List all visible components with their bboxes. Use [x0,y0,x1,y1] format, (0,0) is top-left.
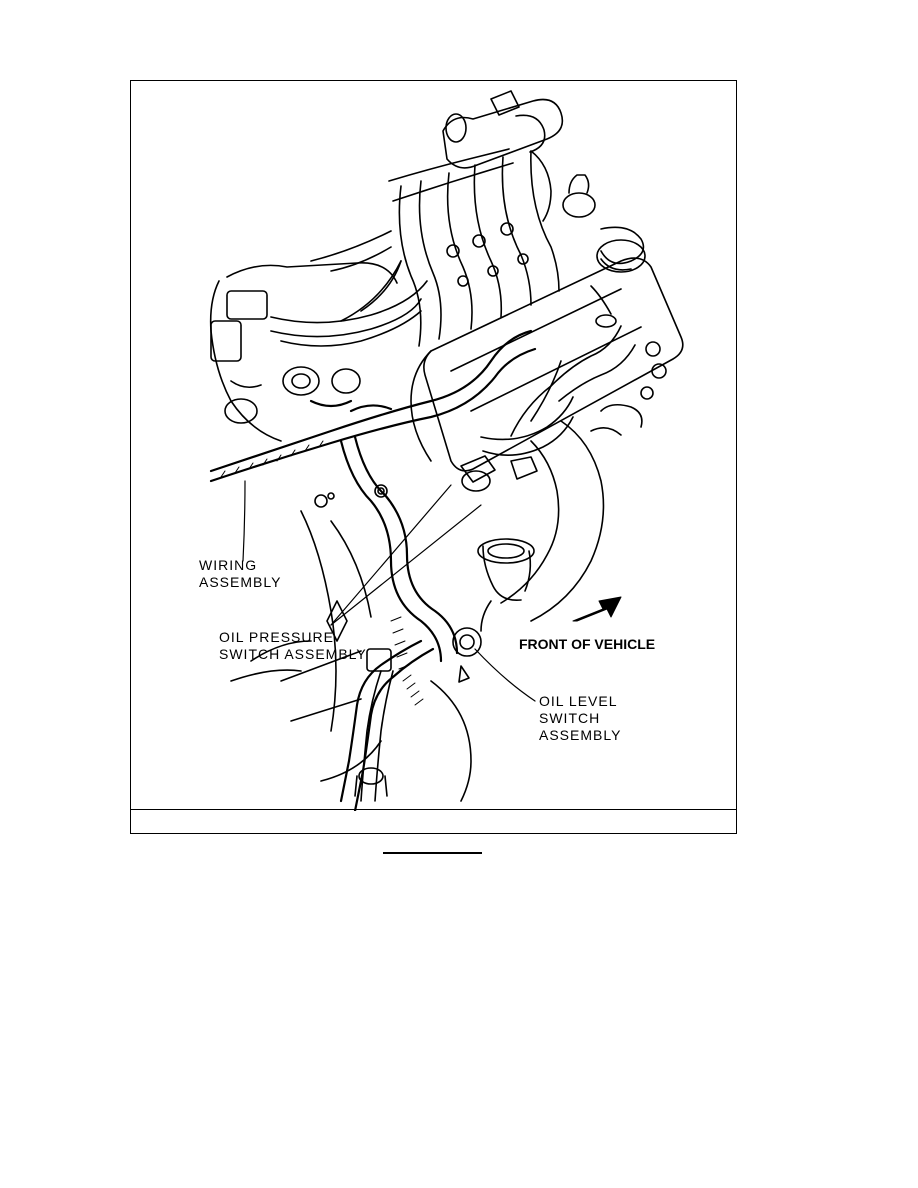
oil-level-switch [452,627,482,683]
engine-block [230,484,472,802]
valve-cover [410,239,684,472]
wiring-harness [209,329,537,811]
oil-level-leader [474,648,536,702]
engine-illustration [209,90,684,811]
oil-pressure-line-1: OIL PRESSURE [219,629,334,645]
throttle-body [442,90,645,265]
exhaust-pipe [477,420,605,632]
oil-pressure-switch-label: OIL PRESSURE SWITCH ASSEMBLY [219,629,367,663]
wiring-assembly-label: WIRING ASSEMBLY [199,557,281,591]
wiring-assembly-leader [242,480,246,562]
oil-pressure-leader [330,504,482,626]
oil-pressure-switch [460,396,574,492]
leader-lines [242,480,536,702]
oil-pressure-line-2: SWITCH ASSEMBLY [219,646,367,662]
oil-level-switch-label: OIL LEVEL SWITCH ASSEMBLY [539,693,621,744]
front-arrow-icon [572,596,622,622]
front-of-vehicle-label: FRONT OF VEHICLE [519,636,655,653]
oil-pressure-leader-2 [330,484,452,626]
figure-frame: WIRING ASSEMBLY OIL PRESSURE SWITCH ASSE… [130,80,737,834]
oil-level-line-1: OIL LEVEL [539,693,618,709]
wiring-assembly-line-2: ASSEMBLY [199,574,282,590]
lower-connector [354,648,394,802]
harness-braid [220,440,424,706]
intake-runners [388,148,560,347]
wiring-assembly-line-1: WIRING [199,557,258,573]
spark-plug-wires [510,325,667,437]
front-of-vehicle-text: FRONT OF VEHICLE [519,636,656,652]
figure-caption-strip [131,809,736,833]
oil-level-line-3: ASSEMBLY [539,727,622,743]
figure-underline [383,852,482,854]
left-accessories [209,230,428,442]
oil-level-line-2: SWITCH [539,710,601,726]
